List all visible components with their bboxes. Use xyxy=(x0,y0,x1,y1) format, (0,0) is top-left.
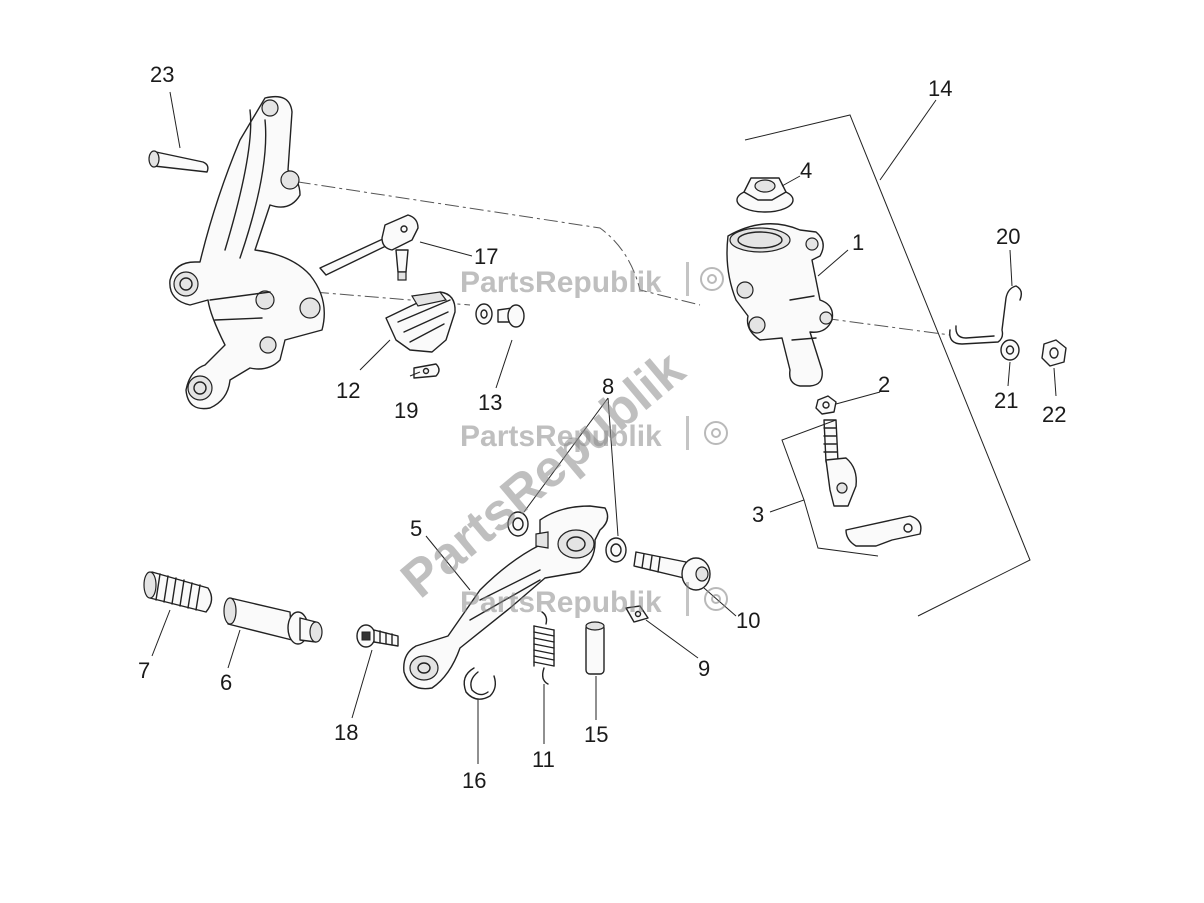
label-10: 10 xyxy=(736,608,760,633)
label-11: 11 xyxy=(532,747,555,772)
svg-text:PartsRepublik: PartsRepublik xyxy=(460,420,662,453)
label-18: 18 xyxy=(334,720,358,745)
part-21-washer[interactable] xyxy=(1000,339,1020,361)
watermark-3: PartsRepublik xyxy=(460,582,728,619)
label-7: 7 xyxy=(138,658,150,683)
label-19: 19 xyxy=(394,398,418,423)
watermark-gear-icon xyxy=(704,421,728,445)
label-14: 14 xyxy=(928,76,952,101)
part-2-nut[interactable] xyxy=(815,395,837,415)
label-1: 1 xyxy=(852,230,864,255)
footrest-bracket[interactable] xyxy=(169,95,325,410)
part-3-pushrod[interactable] xyxy=(823,419,922,547)
part-10-pivot-bolt[interactable] xyxy=(633,551,711,591)
part-12-housing[interactable] xyxy=(385,291,456,353)
part-7-rubber-peg[interactable] xyxy=(143,571,213,613)
label-15: 15 xyxy=(584,722,608,747)
part-9-grub-screw[interactable] xyxy=(625,605,649,623)
label-9: 9 xyxy=(698,656,710,681)
watermark-2: PartsRepublik xyxy=(460,416,728,453)
part-8-washers[interactable] xyxy=(507,511,627,563)
watermark-gear-icon xyxy=(704,587,728,611)
label-3: 3 xyxy=(752,502,764,527)
label-16: 16 xyxy=(462,768,486,793)
part-1-master-cylinder[interactable] xyxy=(726,223,834,387)
part-11-spring[interactable] xyxy=(533,611,555,685)
watermark-gear-icon xyxy=(700,267,724,291)
label-22: 22 xyxy=(1042,402,1066,427)
part-18-bolt[interactable] xyxy=(356,624,399,648)
label-13: 13 xyxy=(478,390,502,415)
part-6-peg-shaft[interactable] xyxy=(223,597,323,645)
part-labels: 1 2 3 4 5 6 7 8 9 10 11 12 13 14 15 16 1… xyxy=(138,62,1066,793)
part-22-nut[interactable] xyxy=(1041,339,1067,367)
label-2: 2 xyxy=(878,372,890,397)
label-6: 6 xyxy=(220,670,232,695)
label-12: 12 xyxy=(336,378,360,403)
part-15-dowel-pin[interactable] xyxy=(585,621,605,675)
label-4: 4 xyxy=(800,158,812,183)
part-20-spring-clip[interactable] xyxy=(949,285,1023,345)
part-5-brake-lever[interactable] xyxy=(403,505,609,690)
part-19-clip[interactable] xyxy=(413,363,440,379)
part-17-switch[interactable] xyxy=(319,214,419,281)
part-13-screw[interactable] xyxy=(475,303,525,328)
watermark-1: PartsRepublik xyxy=(460,262,724,299)
part-4-cap[interactable] xyxy=(736,177,794,213)
assembly-axes xyxy=(271,177,951,336)
label-8: 8 xyxy=(602,374,614,399)
label-5: 5 xyxy=(410,516,422,541)
svg-text:PartsRepublik: PartsRepublik xyxy=(460,586,662,619)
label-17: 17 xyxy=(474,244,498,269)
part-14-kit-outline xyxy=(744,114,1031,617)
label-21: 21 xyxy=(994,388,1018,413)
label-20: 20 xyxy=(996,224,1020,249)
leader-lines xyxy=(151,91,1057,764)
part-23-pin[interactable] xyxy=(148,150,209,173)
svg-text:PartsRepublik: PartsRepublik xyxy=(460,266,662,299)
part-16-circlip[interactable] xyxy=(463,667,497,700)
label-23: 23 xyxy=(150,62,174,87)
